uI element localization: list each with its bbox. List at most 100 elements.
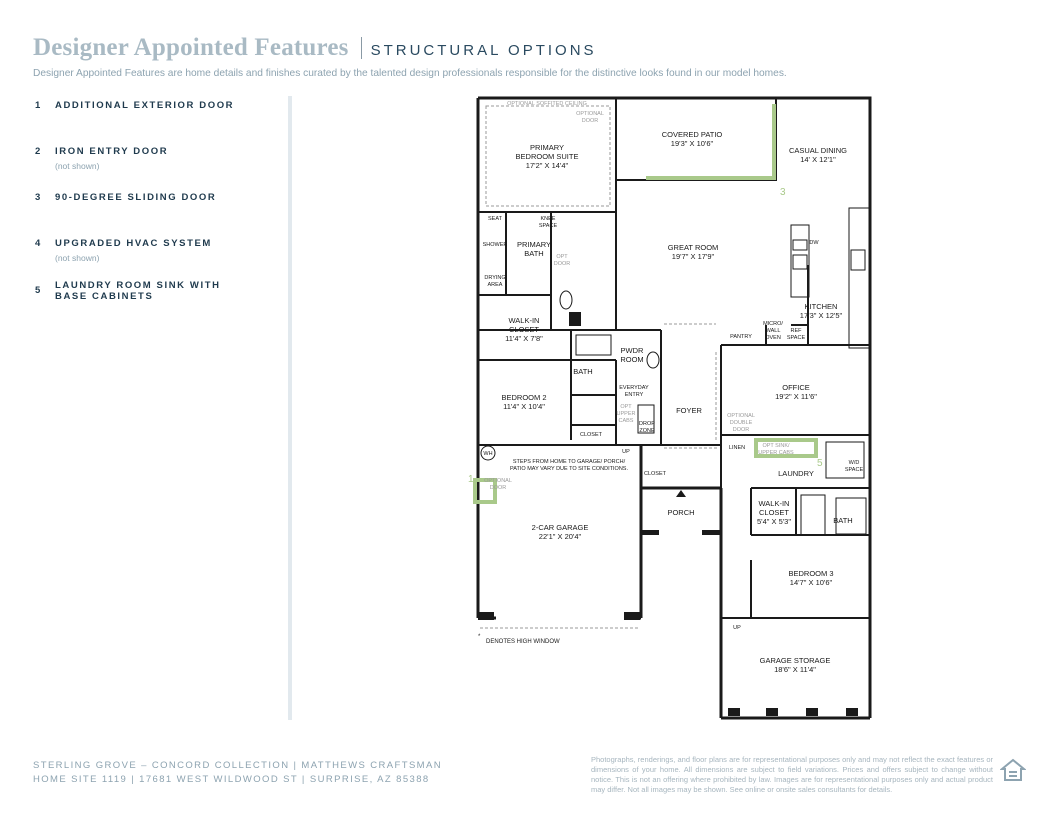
svg-text:AREA: AREA — [488, 282, 503, 288]
vertical-divider — [288, 96, 292, 720]
feature-label: 90-DEGREE SLIDING DOOR — [55, 192, 217, 203]
svg-text:LINEN: LINEN — [729, 445, 745, 451]
svg-text:DOOR: DOOR — [582, 118, 599, 124]
svg-text:MICRO/: MICRO/ — [763, 321, 783, 327]
high-window-note: DENOTES HIGH WINDOW — [486, 639, 560, 645]
feature-note: (not shown) — [55, 161, 100, 171]
room-primary-bath: PRIMARY — [517, 240, 551, 249]
svg-text:DRYING: DRYING — [484, 275, 505, 281]
small-labels: SEAT KNEE SPACE SHOWER DRYING AREA DW PA… — [483, 216, 864, 631]
svg-text:BATH: BATH — [573, 367, 592, 376]
room-office: OFFICE — [782, 383, 810, 392]
option-highlights — [473, 104, 818, 504]
svg-text:CLOSET: CLOSET — [580, 432, 603, 438]
option-marker-3: 3 — [780, 187, 786, 198]
room-garage-storage: GARAGE STORAGE — [760, 656, 831, 665]
room-porch: PORCH — [667, 508, 694, 517]
dashed-features — [480, 105, 718, 629]
svg-text:DOUBLE: DOUBLE — [730, 420, 753, 426]
svg-text:14'7" X 10'6": 14'7" X 10'6" — [790, 578, 833, 587]
footer-community: STERLING GROVE – CONCORD COLLECTION | MA… — [33, 759, 442, 787]
page-title: Designer Appointed Features — [33, 34, 349, 61]
room-walk-in-closet: WALK-IN — [509, 316, 540, 325]
room-walk-in-closet-2: WALK-IN — [759, 499, 790, 508]
svg-text:BATH: BATH — [833, 516, 852, 525]
footer-disclaimer: Photographs, renderings, and floor plans… — [591, 755, 993, 794]
exterior-walls — [476, 96, 872, 720]
optional-labels: OPTIONAL SOFFITED CEILING OPTIONAL DOOR … — [484, 101, 794, 491]
svg-text:14' X 12'1": 14' X 12'1" — [800, 155, 836, 164]
svg-text:CLOSET: CLOSET — [509, 325, 539, 334]
room-kitchen: KITCHEN — [805, 302, 838, 311]
room-bedroom-2: BEDROOM 2 — [501, 393, 546, 402]
svg-text:WH: WH — [483, 451, 492, 457]
svg-text:DOOR: DOOR — [733, 427, 750, 433]
svg-text:W/D: W/D — [849, 460, 860, 466]
svg-text:UP: UP — [622, 449, 630, 455]
svg-text:11'4" X 7'8": 11'4" X 7'8" — [505, 334, 543, 343]
svg-text:CLOSET: CLOSET — [759, 508, 789, 517]
fixtures — [480, 207, 870, 536]
svg-text:22'1" X 20'4": 22'1" X 20'4" — [539, 532, 582, 541]
svg-text:CABS: CABS — [619, 418, 634, 424]
svg-text:DOOR: DOOR — [554, 261, 571, 267]
svg-text:EVERYDAY: EVERYDAY — [619, 385, 649, 391]
svg-text:ENTRY: ENTRY — [625, 392, 644, 398]
floor-plan-svg: 1 3 5 PRIMARY BEDROOM SUITE 17'2" X 14'4… — [468, 96, 872, 720]
feature-item: 4 UPGRADED HVAC SYSTEM (not shown) — [35, 238, 270, 263]
svg-text:18'6" X 11'4": 18'6" X 11'4" — [774, 665, 816, 674]
svg-text:ZONE: ZONE — [639, 428, 655, 434]
svg-text:OPT: OPT — [556, 254, 568, 260]
svg-text:19'3" X 10'6": 19'3" X 10'6" — [671, 139, 714, 148]
page-header: Designer Appointed Features STRUCTURAL O… — [33, 34, 1023, 79]
svg-text:OVEN: OVEN — [765, 335, 781, 341]
page-subtitle: STRUCTURAL OPTIONS — [370, 42, 597, 59]
svg-text:5'4" X 5'3": 5'4" X 5'3" — [757, 517, 791, 526]
footer-line-2: HOME SITE 1119 | 17681 WEST WILDWOOD ST … — [33, 774, 430, 785]
option-marker-5: 5 — [817, 458, 823, 469]
svg-text:SHOWER: SHOWER — [483, 242, 508, 248]
svg-text:PWDR: PWDR — [621, 346, 644, 355]
feature-label: IRON ENTRY DOOR — [55, 146, 169, 157]
feature-number: 3 — [35, 192, 41, 203]
footer-line-1: STERLING GROVE – CONCORD COLLECTION | MA… — [33, 760, 442, 771]
equal-housing-icon — [1000, 758, 1026, 781]
svg-text:SPACE: SPACE — [845, 467, 864, 473]
svg-text:SPACE: SPACE — [787, 335, 806, 341]
title-row: Designer Appointed Features STRUCTURAL O… — [33, 34, 1023, 62]
room-laundry: LAUNDRY — [778, 469, 814, 478]
svg-text:KNEE: KNEE — [541, 216, 556, 222]
feature-note: (not shown) — [55, 253, 100, 263]
feature-number: 4 — [35, 238, 41, 249]
interior-walls — [478, 98, 870, 619]
room-covered-patio: COVERED PATIO — [662, 130, 723, 139]
svg-text:WALL: WALL — [766, 328, 781, 334]
svg-text:UPPER CABS: UPPER CABS — [758, 450, 794, 456]
option-markers: 1 3 5 — [468, 187, 823, 485]
wall-blocks — [478, 312, 858, 716]
svg-text:UP: UP — [733, 625, 741, 631]
room-foyer: FOYER — [676, 406, 702, 415]
feature-item: 2 IRON ENTRY DOOR (not shown) — [35, 146, 270, 171]
svg-text:PANTRY: PANTRY — [730, 334, 752, 340]
svg-text:SPACE: SPACE — [539, 223, 558, 229]
title-divider — [360, 37, 362, 59]
svg-text:UPPER: UPPER — [617, 411, 636, 417]
option-marker-1: 1 — [468, 474, 474, 485]
room-garage: 2-CAR GARAGE — [532, 523, 589, 532]
asterisk-icon: * — [478, 634, 481, 640]
svg-text:OPTIONAL: OPTIONAL — [576, 111, 604, 117]
svg-text:STEPS FROM HOME TO GARAGE/ POR: STEPS FROM HOME TO GARAGE/ PORCH/ — [513, 459, 626, 465]
feature-number: 2 — [35, 146, 41, 157]
svg-text:REF: REF — [791, 328, 803, 334]
room-casual-dining: CASUAL DINING — [789, 146, 847, 155]
feature-number: 1 — [35, 100, 41, 111]
porch-arrow-icon — [676, 490, 686, 497]
room-bedroom-3: BEDROOM 3 — [788, 569, 833, 578]
feature-label: UPGRADED HVAC SYSTEM — [55, 238, 212, 249]
svg-text:DROP: DROP — [639, 421, 655, 427]
svg-text:19'7" X 17'9": 19'7" X 17'9" — [672, 252, 715, 261]
svg-text:ROOM: ROOM — [620, 355, 643, 364]
